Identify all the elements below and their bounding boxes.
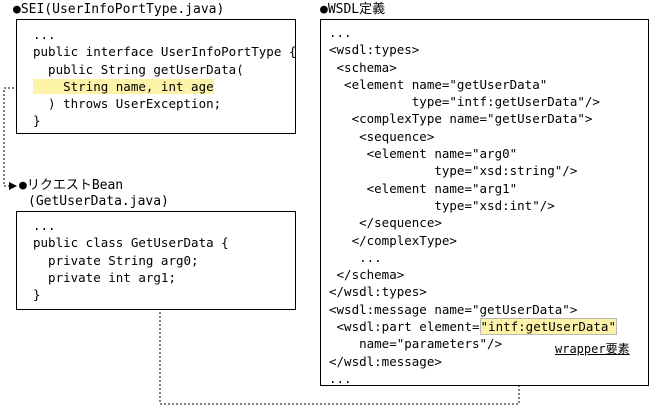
sei-code-box: ... public interface UserInfoPortType { …: [16, 19, 296, 134]
bean-line: ...: [33, 218, 56, 233]
sei-line: ) throws UserException;: [33, 96, 222, 112]
wsdl-line: type="xsd:string"/>: [329, 163, 578, 179]
wsdl-code-box: ... <wsdl:types> <schema> <element name=…: [320, 19, 649, 386]
bean-line: private String arg0;: [33, 252, 199, 268]
sei-line: public interface UserInfoPortType {: [33, 44, 297, 60]
sei-param-highlight: String name, int age: [33, 78, 214, 94]
bean-filename: (GetUserData.java): [28, 194, 169, 209]
wsdl-line: <element name="getUserData": [329, 76, 548, 92]
sei-line: ...: [33, 27, 56, 42]
wsdl-line: ...: [329, 370, 352, 386]
sei-title: ●SEI(UserInfoPortType.java): [13, 2, 225, 17]
wsdl-line: <element name="arg1": [329, 180, 518, 196]
wsdl-line: </schema>: [329, 267, 405, 283]
wsdl-line: </wsdl:message>: [329, 353, 442, 369]
wsdl-line: type="intf:getUserData"/>: [329, 94, 600, 110]
wsdl-line: <schema>: [329, 59, 397, 75]
sei-line: }: [33, 113, 41, 129]
wsdl-line: type="xsd:int"/>: [329, 197, 555, 213]
wsdl-line: name="parameters"/>: [329, 336, 503, 352]
wsdl-line: <wsdl:types>: [329, 42, 420, 58]
sei-line: public String getUserData(: [33, 61, 244, 77]
wsdl-line: <element name="arg0": [329, 146, 518, 162]
wsdl-line: ...: [329, 25, 352, 40]
bean-line: }: [33, 287, 41, 303]
bean-line: private int arg1;: [33, 269, 176, 285]
bean-line: public class GetUserData {: [33, 235, 229, 251]
sei-code: ... public interface UserInfoPortType { …: [33, 26, 296, 130]
wsdl-code: ... <wsdl:types> <schema> <element name=…: [329, 24, 617, 387]
wsdl-line: <wsdl:message name="getUserData">: [329, 301, 578, 317]
bean-title: ●リクエストBean: [19, 178, 124, 193]
bean-code-box: ... public class GetUserData { private S…: [16, 211, 296, 310]
wsdl-title: ●WSDL定義: [320, 2, 386, 17]
wrapper-element-label: wrapper要素: [555, 342, 630, 356]
wsdl-line: </wsdl:types>: [329, 284, 427, 300]
wsdl-line: <complexType name="getUserData">: [329, 111, 593, 127]
sei-to-bean-connector: [3, 87, 42, 190]
wsdl-line: </sequence>: [329, 215, 442, 231]
bean-code: ... public class GetUserData { private S…: [33, 217, 229, 303]
wsdl-line: ...: [329, 249, 382, 265]
wsdl-line: </complexType>: [329, 232, 457, 248]
wsdl-part-element-highlight: "intf:getUserData": [479, 318, 617, 336]
wsdl-line: <sequence>: [329, 128, 435, 144]
wsdl-line: <wsdl:part element=: [329, 319, 480, 335]
